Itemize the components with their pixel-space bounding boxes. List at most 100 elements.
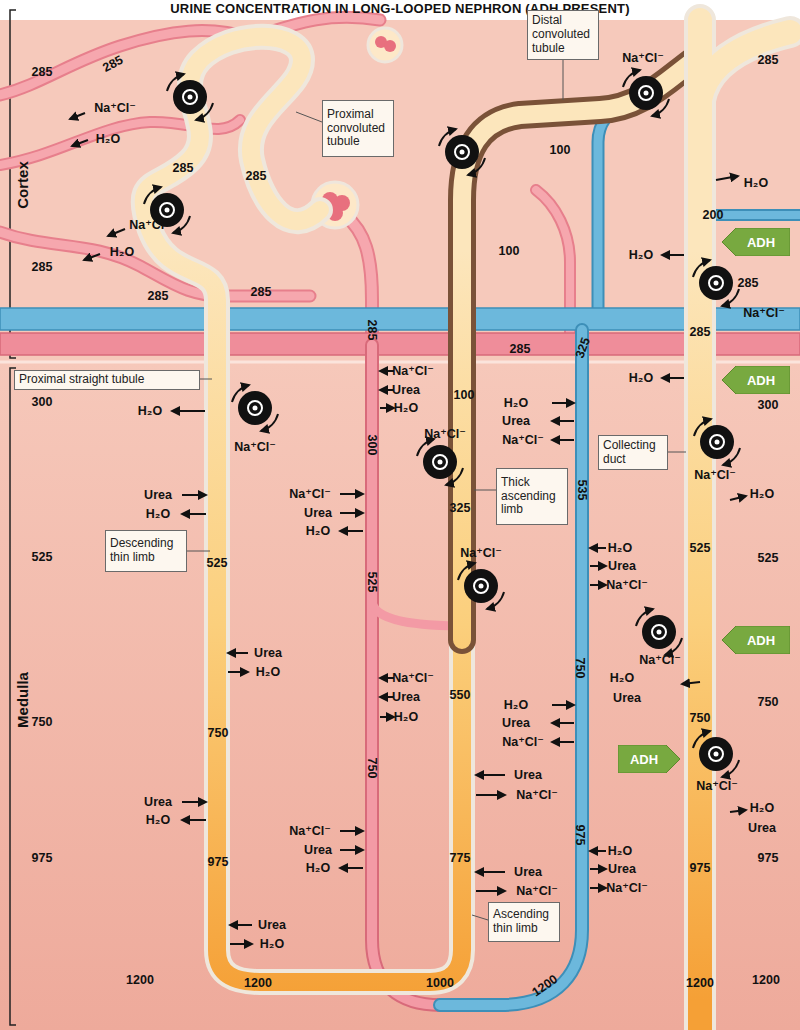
pump-symbol xyxy=(636,609,682,655)
value-label: 1000 xyxy=(426,977,454,990)
value-label: Na⁺Cl⁻ xyxy=(502,736,544,749)
value-label: Urea xyxy=(144,489,172,502)
value-label: 100 xyxy=(454,389,475,402)
value-label: H₂O xyxy=(110,246,134,259)
value-label: Urea xyxy=(502,717,530,730)
node-label: Thick ascending limb xyxy=(501,476,563,517)
value-label: Na⁺Cl⁻ xyxy=(743,307,785,320)
adh-arrow: ADH xyxy=(722,366,790,394)
node-label: Collecting duct xyxy=(603,439,663,467)
value-label: H₂O xyxy=(306,525,330,538)
node-label: Proximal straight tubule xyxy=(19,373,195,387)
value-label: H₂O xyxy=(138,405,162,418)
node-label: Descending thin limb xyxy=(110,537,182,565)
value-label: Urea xyxy=(304,844,332,857)
value-label: Na⁺Cl⁻ xyxy=(94,102,136,115)
nephron-tubule xyxy=(144,20,790,1030)
flow-arrow xyxy=(552,439,574,441)
bowman-capsule xyxy=(368,28,402,62)
pump-symbol xyxy=(693,260,739,306)
value-label: 975 xyxy=(690,862,711,875)
node-label: Ascending thin limb xyxy=(493,908,555,936)
adh-arrow: ADH xyxy=(618,745,680,773)
label-box: Distal convoluted tubule xyxy=(527,10,599,60)
value-label: 750 xyxy=(366,758,379,779)
value-label: H₂O xyxy=(394,402,418,415)
value-label: Na⁺Cl⁻ xyxy=(516,885,558,898)
node-label: Distal convoluted tubule xyxy=(532,14,594,55)
value-label: 285 xyxy=(32,261,53,274)
flow-arrow xyxy=(182,801,206,803)
flow-arrow xyxy=(682,682,700,684)
flow-arrow xyxy=(476,871,505,873)
value-label: 285 xyxy=(690,326,711,339)
value-label: Urea xyxy=(608,863,636,876)
flow-arrow xyxy=(380,370,394,372)
value-label: 975 xyxy=(574,825,587,846)
flow-arrow xyxy=(182,494,206,496)
value-label: Na⁺Cl⁻ xyxy=(622,52,664,65)
value-label: 285 xyxy=(510,343,531,356)
leader-line xyxy=(187,551,210,552)
flow-arrow xyxy=(476,890,505,892)
region-label: Cortex xyxy=(15,161,30,209)
adh-arrow-fill xyxy=(618,745,680,773)
node-label: ADH xyxy=(747,235,775,250)
leader-line xyxy=(668,452,686,453)
flow-arrow xyxy=(340,867,363,869)
leader-line xyxy=(296,112,322,122)
value-label: H₂O xyxy=(504,699,528,712)
value-label: Na⁺Cl⁻ xyxy=(392,365,434,378)
value-label: Na⁺Cl⁻ xyxy=(460,547,502,560)
flow-arrow xyxy=(84,254,100,260)
label-box: Ascending thin limb xyxy=(488,902,560,942)
pump-symbol xyxy=(439,129,485,175)
value-label: 285 xyxy=(366,320,379,341)
pump-symbol xyxy=(458,563,504,609)
value-label: Na⁺Cl⁻ xyxy=(606,579,648,592)
adh-arrow: ADH xyxy=(722,626,790,654)
value-label: H₂O xyxy=(96,133,120,146)
value-label: 750 xyxy=(690,712,711,725)
flow-arrow xyxy=(340,512,363,514)
value-label: Urea xyxy=(748,822,776,835)
pump-symbol xyxy=(417,439,463,485)
value-label: Urea xyxy=(613,692,641,705)
value-label: 300 xyxy=(32,396,53,409)
pump-symbol xyxy=(694,419,740,465)
flow-arrow xyxy=(230,943,252,945)
value-label: 285 xyxy=(251,286,272,299)
leader-line xyxy=(563,60,564,100)
flow-arrow xyxy=(590,850,606,852)
value-label: H₂O xyxy=(629,372,653,385)
value-label: 1200 xyxy=(752,974,780,987)
boundary-line xyxy=(0,361,800,364)
value-label: 975 xyxy=(208,856,229,869)
value-label: 100 xyxy=(550,144,571,157)
value-label: Na⁺Cl⁻ xyxy=(234,441,276,454)
diagram-title: URINE CONCENTRATION IN LONG-LOOPED NEPHR… xyxy=(0,1,800,16)
value-label: H₂O xyxy=(608,845,632,858)
vasa-recta-descending xyxy=(372,345,440,1005)
venule xyxy=(690,209,800,221)
value-label: 1200 xyxy=(126,974,154,987)
value-label: 775 xyxy=(450,852,471,865)
value-label: 750 xyxy=(32,716,53,729)
value-label: Na⁺Cl⁻ xyxy=(289,488,331,501)
pump-symbol xyxy=(693,731,739,777)
flow-arrow xyxy=(590,887,606,889)
value-label: Na⁺Cl⁻ xyxy=(392,672,434,685)
arcuate-vein xyxy=(0,308,800,330)
value-label: Na⁺Cl⁻ xyxy=(424,428,466,441)
flow-arrow xyxy=(380,407,394,409)
value-label: Urea xyxy=(392,384,420,397)
value-label: Urea xyxy=(514,866,542,879)
flow-arrow xyxy=(340,849,363,851)
value-label: H₂O xyxy=(146,814,170,827)
flow-arrow xyxy=(590,868,606,870)
value-label: Urea xyxy=(304,507,332,520)
flow-arrow xyxy=(590,547,606,549)
region-label: Medulla xyxy=(15,672,30,728)
pump-symbol xyxy=(623,70,669,116)
value-label: Na⁺Cl⁻ xyxy=(516,789,558,802)
